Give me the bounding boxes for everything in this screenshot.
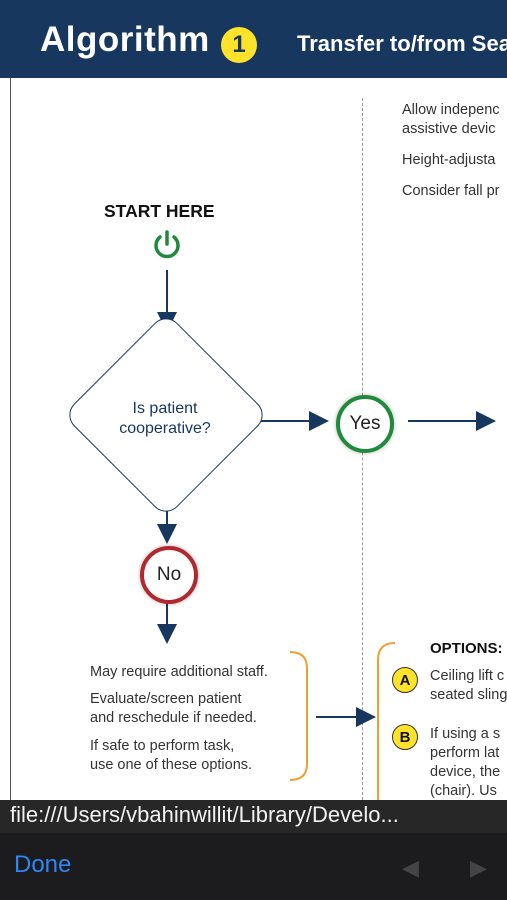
top-right-text-3: Height-adjusta — [402, 152, 496, 168]
no-note-2: Evaluate/screen patient — [90, 691, 242, 707]
no-note-4: If safe to perform task, — [90, 738, 235, 754]
no-note-1: May require additional staff. — [90, 664, 268, 680]
no-note-5: use one of these options. — [90, 757, 253, 773]
forward-arrow-icon[interactable]: ▶ — [470, 855, 487, 880]
top-right-text-2: assistive devic — [402, 121, 496, 137]
decision-line-2: cooperative? — [119, 420, 211, 437]
url-bar: file:///Users/vbahinwillit/Library/Devel… — [0, 800, 507, 833]
done-button[interactable]: Done — [14, 851, 72, 878]
option-b-line-4: (chair). Us — [430, 783, 497, 799]
decision-text: Is patient cooperative? — [100, 399, 230, 439]
flow-arrows — [157, 270, 496, 800]
option-a-badge: A — [392, 667, 418, 693]
option-b-line-3: device, the — [430, 764, 501, 780]
no-note-3: and reschedule if needed. — [90, 710, 257, 726]
options-bracket — [377, 642, 396, 800]
option-a-line-2: seated sling — [430, 687, 507, 703]
algorithm-subtitle: Transfer to/from Sea — [297, 31, 507, 56]
option-a-line-1: Ceiling lift c — [430, 668, 505, 684]
algorithm-header: Algorithm 1 Transfer to/from Sea — [0, 0, 507, 78]
back-arrow-icon[interactable]: ◀ — [402, 855, 419, 880]
yes-node: Yes — [336, 395, 394, 453]
top-right-text-1: Allow indepenc — [402, 102, 500, 118]
options-title: OPTIONS: — [430, 640, 503, 657]
no-notes-bracket — [289, 651, 308, 781]
power-icon — [154, 230, 180, 259]
top-right-text-4: Consider fall pr — [402, 183, 500, 199]
document-page: Algorithm 1 Transfer to/from Sea Allow i… — [0, 0, 507, 800]
option-b-line-2: perform lat — [430, 745, 500, 761]
decision-line-1: Is patient — [132, 400, 198, 417]
no-node: No — [140, 546, 198, 604]
start-here-label: START HERE — [104, 201, 215, 221]
content-frame — [10, 78, 507, 800]
browser-toolbar: Done ◀ ▶ — [0, 833, 507, 900]
option-b-badge: B — [392, 724, 418, 750]
option-b-line-1: If using a s — [430, 726, 501, 742]
algorithm-number-badge: 1 — [221, 27, 257, 63]
algorithm-title: Algorithm — [40, 20, 210, 59]
